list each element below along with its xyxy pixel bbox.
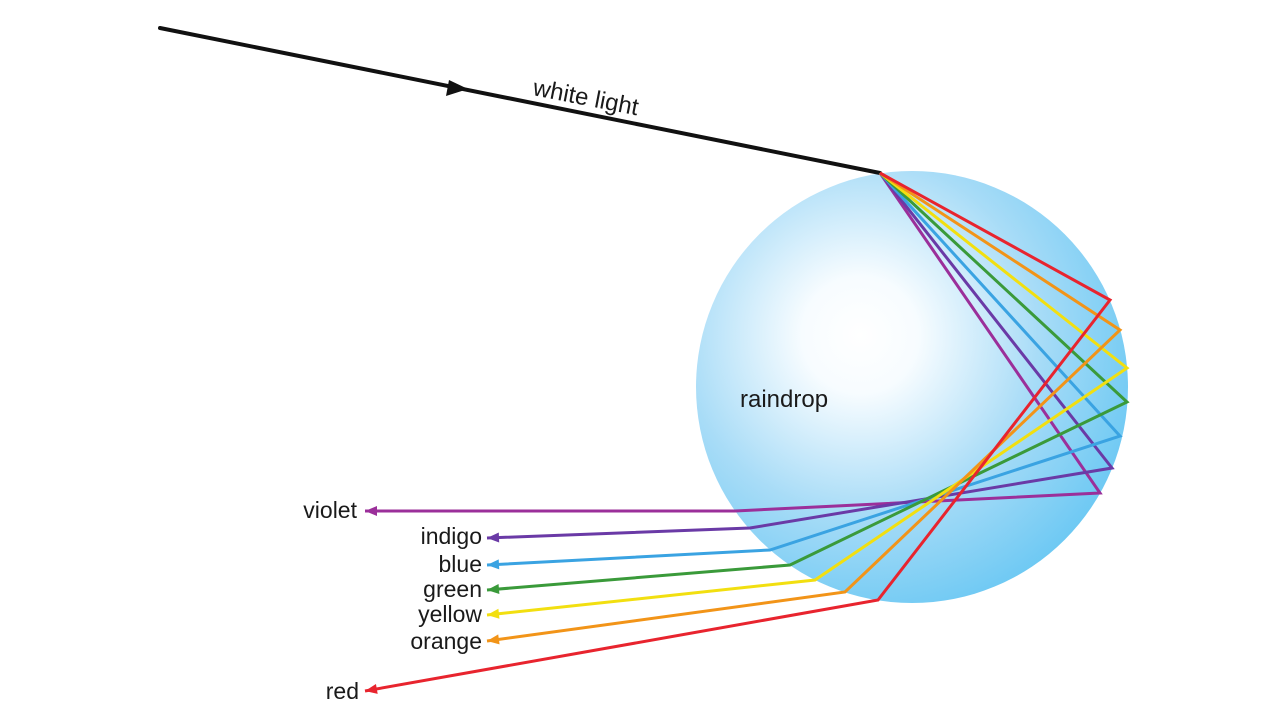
white-light-ray [158, 26, 882, 175]
ray-arrowhead-orange [487, 634, 500, 645]
ray-label-yellow: yellow [418, 601, 482, 627]
raindrop-circle [696, 171, 1128, 603]
ray-arrowhead-green [487, 584, 500, 594]
ray-label-blue: blue [439, 551, 482, 577]
ray-arrowhead-red [365, 683, 378, 694]
ray-red [364, 171, 1113, 693]
ray-label-green: green [423, 576, 482, 602]
ray-label-indigo: indigo [421, 523, 482, 549]
ray-orange [486, 171, 1123, 643]
ray-arrowhead-yellow [487, 608, 500, 619]
raindrop-label: raindrop [740, 386, 828, 413]
ray-arrowhead-violet [365, 506, 377, 516]
ray-label-orange: orange [410, 628, 482, 654]
color-rays [364, 171, 1130, 694]
ray-arrowhead-blue [487, 559, 500, 570]
ray-arrowhead-indigo [487, 532, 500, 543]
ray-label-violet: violet [303, 497, 357, 523]
ray-label-red: red [326, 678, 359, 704]
white-light-arrowhead [446, 80, 468, 96]
